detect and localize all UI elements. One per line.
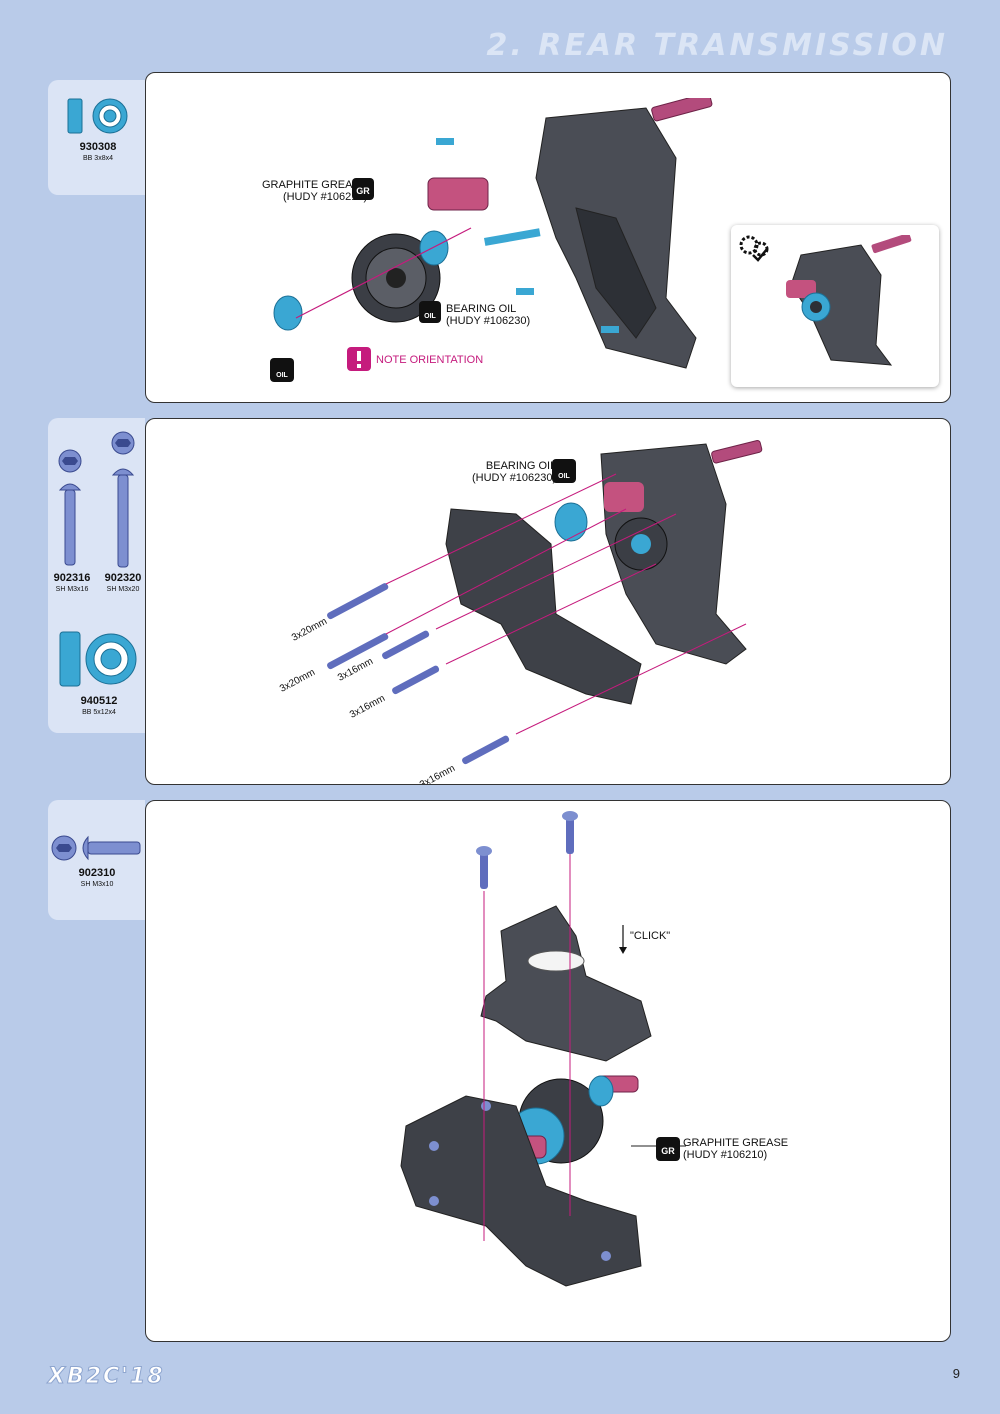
oil-badge-icon: OIL: [270, 358, 294, 382]
part-940512: 940512 BB 5x12x4: [80, 695, 118, 717]
svg-text:OIL: OIL: [424, 313, 436, 320]
screw-icon: [58, 449, 82, 566]
oil-badge-icon: OIL: [552, 459, 576, 483]
screw-icon: [111, 431, 135, 568]
part-902320: 902320 SH M3x20: [104, 572, 142, 594]
note-orientation-label: NOTE ORIENTATION: [376, 354, 484, 366]
brand-logo: XB2C'18: [48, 1364, 165, 1390]
step3-panel: "CLICK" GR GRAPHITE GREASE (HUDY #106210…: [145, 800, 951, 1342]
gearbox-assembly-illustration: [400, 811, 686, 1287]
grease-badge-icon: GR: [352, 178, 374, 200]
step1-panel: GRAPHITE GREASE (HUDY #106210) GR OIL BE…: [145, 72, 951, 403]
assembled-housing-illustration: [786, 235, 912, 366]
arrow-down-icon: [619, 925, 627, 954]
step2-panel: BEARING OIL (HUDY #106230) OIL 3x20mm 3x…: [145, 418, 951, 785]
graphite-grease-label: GRAPHITE GREASE (HUDY #106210): [683, 1137, 789, 1161]
page-title: 2. REAR TRANSMISSION: [486, 28, 948, 63]
svg-text:OIL: OIL: [558, 473, 570, 480]
part-902316: 902316 SH M3x16: [53, 572, 91, 594]
svg-text:GR: GR: [661, 1146, 675, 1156]
page-number: 9: [952, 1366, 960, 1381]
gearbox-halves-illustration: [327, 440, 763, 765]
grease-badge-icon: GR: [656, 1137, 680, 1161]
transmission-housing-illustration: [273, 98, 713, 369]
part-902310: 902310 SH M3x10: [78, 867, 116, 889]
svg-text:OIL: OIL: [276, 372, 288, 379]
click-label: "CLICK": [630, 930, 671, 942]
note-icon: [347, 347, 371, 371]
svg-text:GR: GR: [356, 186, 370, 196]
parts-tab-step1: [48, 80, 145, 195]
graphite-grease-label: GRAPHITE GREASE (HUDY #106210): [262, 179, 368, 203]
screw-icon: [51, 835, 141, 861]
assembled-preview: [731, 225, 939, 387]
bearing-oil-label: BEARING OIL (HUDY #106230): [472, 460, 557, 484]
bearing-oil-label: BEARING OIL (HUDY #106230): [446, 303, 531, 327]
bearing-icon: [59, 631, 137, 687]
check-gears-icon: [739, 235, 769, 262]
part-930308: 930308 BB 3x8x4: [79, 141, 117, 163]
bearing-icon: [67, 98, 128, 134]
oil-badge-icon: OIL: [419, 301, 441, 323]
